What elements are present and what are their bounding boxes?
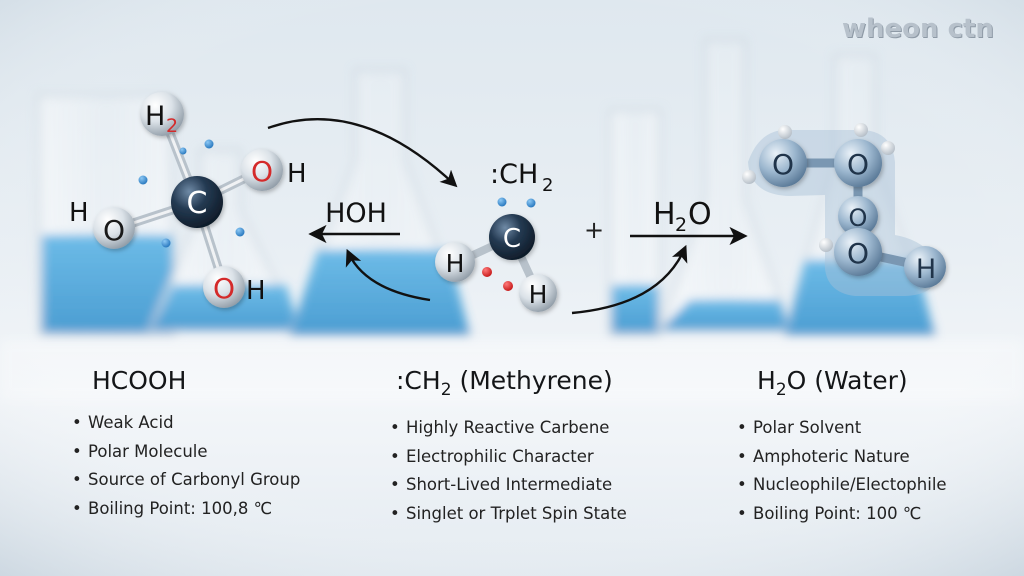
hydrogen-label: H <box>246 276 266 306</box>
list-item: •Highly Reactive Carbene <box>390 418 610 437</box>
h2o-product-label-h: H <box>653 197 676 232</box>
hydrogen-label: H <box>916 254 936 285</box>
hydrogen-atom-sphere <box>904 246 946 288</box>
hcooh-info-column: HCOOH •Weak Acid •Polar Molecule •Source… <box>72 366 300 523</box>
list-item: •Nucleophile/Electophile <box>737 475 947 494</box>
list-item: •Boiling Point: 100 ℃ <box>737 503 922 523</box>
oxygen-atom-sphere <box>241 149 283 191</box>
oxygen-atom-sphere <box>203 266 245 308</box>
oxygen-label: O <box>772 148 794 181</box>
carbon-atom-sphere <box>171 176 223 228</box>
watermark-logo: wheon ctn <box>842 14 994 44</box>
list-item: •Boiling Point: 100,8 ℃ <box>72 498 273 518</box>
electron-dot-red <box>503 281 513 291</box>
carbon-label: C <box>187 186 208 221</box>
list-item: •Singlet or Trplet Spin State <box>390 503 627 523</box>
oxygen-label: O <box>847 237 869 270</box>
electron-dot <box>204 139 214 149</box>
oxygen-label: O <box>847 148 869 181</box>
list-item: •Polar Solvent <box>737 418 862 437</box>
oxygen-label: O <box>849 204 868 232</box>
list-item: •Weak Acid <box>72 413 174 432</box>
oxygen-atom-sphere <box>838 196 878 236</box>
hydrogen-small-sphere <box>881 141 895 155</box>
hydrogen-label: H <box>145 101 165 132</box>
list-item: •Short-Lived Intermediate <box>390 475 613 494</box>
electron-dot <box>526 198 536 208</box>
hydrogen-atom-sphere <box>519 274 557 312</box>
water-cluster-molecule: O O O O H <box>742 123 946 296</box>
electron-dot <box>235 227 245 237</box>
electron-dot <box>497 197 507 207</box>
carbene-molecule: :CH 2 C H H <box>435 159 557 312</box>
curved-arrow-bottom-right <box>571 244 688 315</box>
list-item: •Source of Carbonyl Group <box>72 470 301 489</box>
list-item: •Amphoteric Nature <box>737 446 910 466</box>
carbene-properties-list: •Highly Reactive Carbene •Electrophilic … <box>390 414 627 528</box>
hoh-label: HOH <box>325 198 387 229</box>
water-title: H2O (Water) <box>757 366 908 400</box>
hydrogen-subscript: 2 <box>166 115 178 137</box>
electron-dot <box>161 238 171 248</box>
h2o-product-label-o: O <box>688 197 712 232</box>
hydrogen-label: H <box>287 159 307 189</box>
oxygen-atom-sphere <box>834 139 882 187</box>
hydrogen-small-sphere <box>742 170 756 184</box>
curved-arrow-top <box>267 117 458 188</box>
hydrogen-label: H <box>529 280 548 309</box>
hydrogen-small-sphere <box>819 238 833 252</box>
hydrogen-label: H <box>69 198 89 228</box>
hydrogen-atom-sphere <box>435 242 475 282</box>
hydrogen-label: H <box>446 249 465 278</box>
carbon-label: C <box>503 224 521 254</box>
oxygen-atom-sphere <box>93 207 135 249</box>
electron-dot <box>138 175 148 185</box>
hcooh-properties-list: •Weak Acid •Polar Molecule •Source of Ca… <box>72 409 300 523</box>
oxygen-label: O <box>213 272 235 305</box>
oxygen-atom-sphere <box>759 139 807 187</box>
oxygen-label: O <box>251 155 273 188</box>
hcooh-title: HCOOH <box>92 366 187 395</box>
h2o-product-label-sub: 2 <box>675 214 687 236</box>
list-item: •Electrophilic Character <box>390 446 594 466</box>
carbene-title: :CH2 (Methyrene) <box>396 366 613 400</box>
carbon-atom-sphere <box>489 214 535 260</box>
hydrogen-small-sphere <box>854 123 868 137</box>
carbene-formula-subscript: 2 <box>542 175 553 196</box>
hydrogen-small-sphere <box>778 125 792 139</box>
electron-dot-red <box>482 267 492 277</box>
plus-sign: + <box>584 216 604 244</box>
hydrogen-atom-sphere <box>140 92 184 136</box>
carbene-formula-label: :CH <box>490 159 538 190</box>
water-properties-list: •Polar Solvent •Amphoteric Nature •Nucle… <box>737 414 947 528</box>
list-item: •Polar Molecule <box>72 441 208 461</box>
oxygen-label: O <box>103 214 125 247</box>
curved-arrow-bottom-left <box>345 248 431 302</box>
carbene-info-column: :CH2 (Methyrene) •Highly Reactive Carben… <box>390 366 627 528</box>
water-info-column: H2O (Water) •Polar Solvent •Amphoteric N… <box>737 366 947 528</box>
hcooh-molecule: C H 2 O H H O O H <box>69 92 307 308</box>
oxygen-atom-sphere <box>834 228 882 276</box>
